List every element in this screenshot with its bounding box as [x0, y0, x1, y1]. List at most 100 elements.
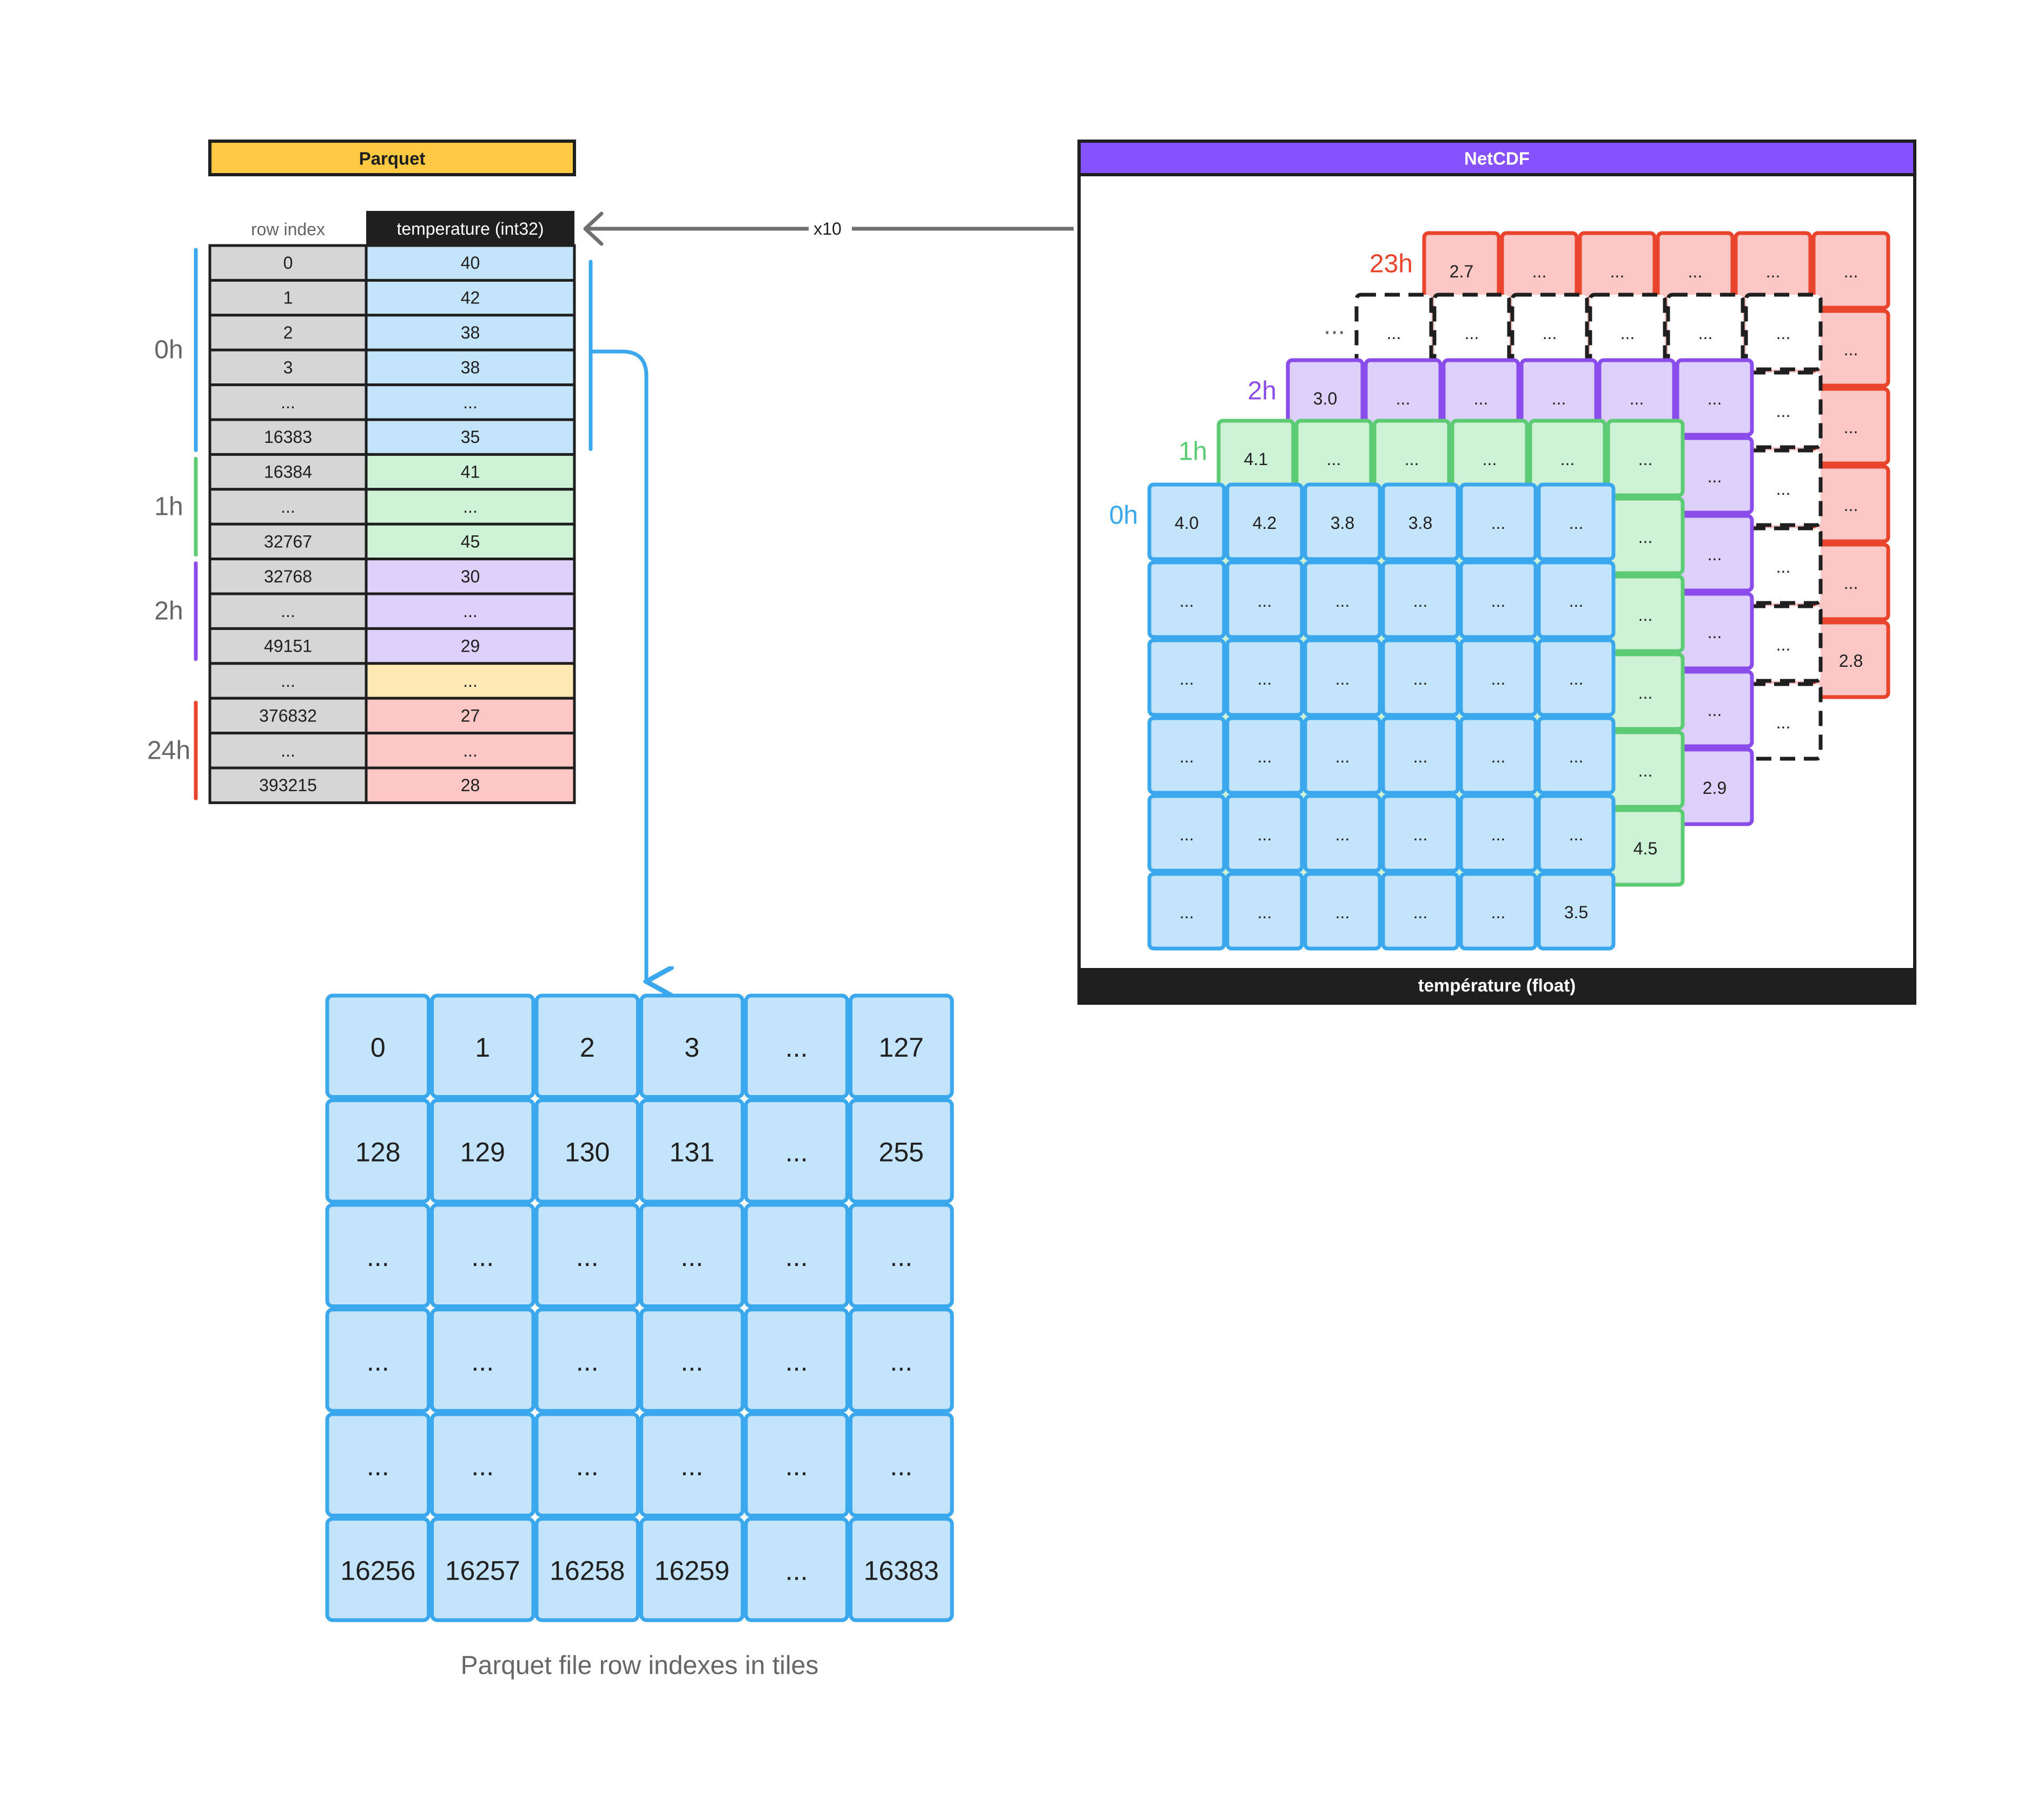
tile-value: 0	[371, 1032, 386, 1063]
row-index-value: ...	[281, 671, 295, 691]
tile-cell	[639, 1517, 745, 1622]
tile-cell	[325, 993, 431, 1099]
x10-arrow-head	[583, 211, 604, 246]
netcdf-cell	[1381, 638, 1460, 717]
tile-value: ...	[680, 1451, 703, 1481]
netcdf-cell-value: ...	[1569, 591, 1584, 611]
netcdf-cell	[1459, 638, 1538, 717]
netcdf-cell-value: 4.2	[1253, 513, 1276, 533]
row-index-value: 32768	[264, 567, 312, 586]
netcdf-cell	[1147, 872, 1226, 951]
temperature-value: ...	[463, 393, 478, 412]
tile-value: ...	[785, 1451, 808, 1481]
netcdf-cell	[1303, 560, 1382, 639]
netcdf-cell-value: ...	[1569, 669, 1584, 688]
tile-cell	[430, 1412, 535, 1517]
netcdf-cell-value: ...	[1776, 557, 1791, 576]
temperature-value: 38	[461, 323, 480, 342]
netcdf-cell-value: ...	[1610, 262, 1625, 281]
netcdf-cell-value: ...	[1483, 449, 1497, 469]
tile-value: 2	[580, 1032, 595, 1063]
tile-value: ...	[785, 1242, 808, 1272]
netcdf-cell-value: ...	[1638, 683, 1653, 702]
netcdf-cell-value: 4.0	[1175, 513, 1199, 533]
tile-value: ...	[785, 1555, 808, 1586]
tile-value: 131	[670, 1137, 715, 1167]
netcdf-cell-value: ...	[1258, 591, 1272, 611]
netcdf-cell	[1147, 560, 1226, 639]
netcdf-cell-value: ...	[1844, 495, 1858, 515]
parquet-title-bar	[208, 140, 576, 176]
netcdf-cell-value: ...	[1844, 262, 1858, 281]
netcdf-cell-value: ...	[1474, 389, 1489, 408]
tile-cell	[325, 1203, 431, 1308]
temperature-cell	[365, 627, 576, 665]
temperature-cell	[365, 662, 576, 700]
netcdf-cell-value: ...	[1708, 622, 1722, 642]
netcdf-layer-label: ...	[1324, 311, 1345, 340]
tile-value: ...	[680, 1242, 703, 1272]
tile-cell	[849, 993, 954, 1099]
tile-cell	[849, 1203, 954, 1308]
tile-cell	[744, 1203, 849, 1308]
netcdf-cell-value: 4.5	[1633, 839, 1657, 858]
tile-cell	[744, 1098, 849, 1204]
temperature-value: 45	[461, 532, 480, 551]
tile-cell	[849, 1098, 954, 1204]
x10-label: x10	[813, 219, 842, 238]
netcdf-cell-value: ...	[1396, 389, 1411, 408]
tile-cell	[325, 1308, 431, 1413]
netcdf-cell-value: ...	[1335, 591, 1350, 611]
netcdf-cell-value: ...	[1335, 669, 1350, 688]
tile-cell	[534, 1412, 640, 1517]
temperature-value: 42	[461, 288, 480, 308]
netcdf-cell	[1459, 872, 1538, 951]
netcdf-cell	[1303, 716, 1382, 795]
netcdf-cell	[1381, 794, 1460, 873]
tile-cell	[430, 1308, 535, 1413]
netcdf-cell	[1225, 872, 1304, 951]
row-index-cell	[208, 418, 368, 456]
temperature-value: 28	[461, 775, 480, 795]
temperature-value: 40	[461, 253, 480, 273]
netcdf-cell-value: 3.0	[1313, 389, 1337, 408]
netcdf-cell	[1303, 482, 1382, 561]
netcdf-cell	[1459, 560, 1538, 639]
netcdf-cell	[1225, 716, 1304, 795]
row-index-value: ...	[281, 601, 295, 621]
netcdf-title-bar	[1077, 140, 1916, 176]
netcdf-layer-label: 1h	[1179, 437, 1207, 466]
temperature-cell	[365, 592, 576, 630]
group-label-2h: 2h	[154, 597, 183, 626]
netcdf-cell-value: ...	[1620, 323, 1635, 343]
netcdf-cell-value: ...	[1708, 389, 1722, 408]
netcdf-cell	[1381, 560, 1460, 639]
tile-value: 16256	[340, 1555, 415, 1586]
temperature-cell	[365, 348, 576, 387]
tile-cell	[534, 1517, 640, 1622]
temperature-value: ...	[463, 497, 478, 516]
tile-value: 16257	[445, 1555, 520, 1586]
netcdf-cell-value: 3.5	[1564, 903, 1588, 922]
netcdf-cell-value: ...	[1413, 903, 1428, 922]
tile-value: 16258	[550, 1555, 625, 1586]
netcdf-cell-value: ...	[1413, 669, 1428, 688]
netcdf-title: NetCDF	[1464, 149, 1530, 169]
netcdf-cell-value: ...	[1258, 825, 1272, 844]
netcdf-cell-value: ...	[1569, 747, 1584, 766]
group-label-24h: 24h	[147, 736, 190, 765]
netcdf-cell	[1537, 560, 1616, 639]
tile-cell	[639, 1203, 745, 1308]
tile-value: ...	[890, 1242, 912, 1272]
tile-cell	[639, 1412, 745, 1517]
netcdf-cell-value: 2.9	[1703, 778, 1727, 798]
netcdf-cell-value: ...	[1413, 825, 1428, 844]
row-index-cell	[208, 348, 368, 387]
tile-value: ...	[471, 1346, 494, 1376]
tile-value: ...	[785, 1032, 808, 1063]
netcdf-cell-value: ...	[1180, 903, 1194, 922]
tiles-connector-arrow	[592, 349, 646, 982]
netcdf-cell-value: ...	[1638, 761, 1653, 780]
